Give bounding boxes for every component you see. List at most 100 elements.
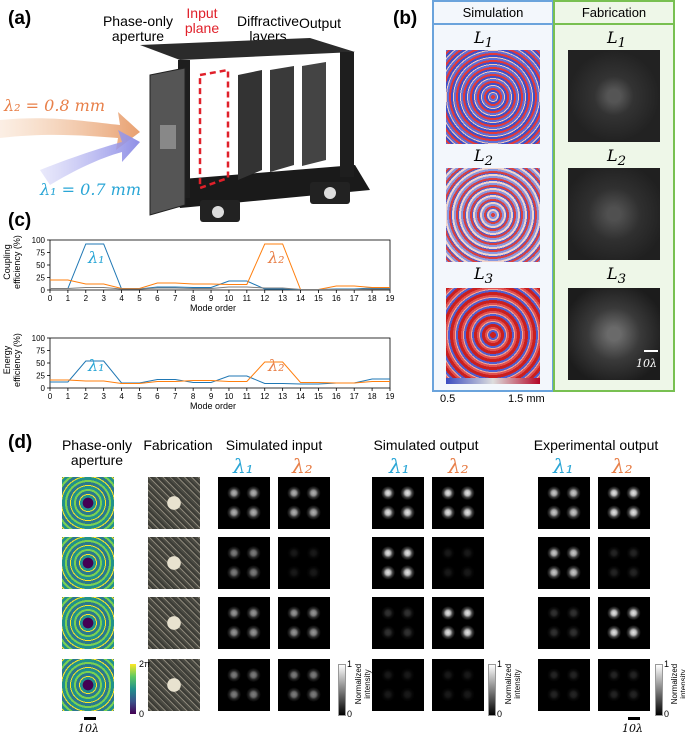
- intensity-spot: [626, 606, 641, 621]
- intensity-spot: [460, 546, 475, 561]
- phase-colorbar-bottom: 0: [139, 709, 145, 719]
- intensity-spots: [607, 606, 641, 640]
- output-label: Output: [298, 15, 342, 31]
- intensity-spot: [441, 565, 456, 580]
- energy-xtick-label: 19: [386, 392, 395, 401]
- panel-a-tag: (a): [8, 8, 32, 29]
- intensity-spots: [227, 486, 261, 520]
- sim-in-l1-row4-image: [218, 659, 270, 711]
- chart2-xlabel: Mode order: [190, 401, 237, 411]
- diffractive-layer-1: [238, 70, 262, 180]
- colorbar-max: 1.5 mm: [508, 393, 545, 405]
- intensity-spot: [607, 505, 622, 520]
- intensity-spot: [306, 687, 321, 702]
- sim-in-l2-row2-image: [278, 537, 330, 589]
- sim-out-l1-row3-image: [372, 597, 424, 649]
- chart2-lambda1-label: λ₁: [88, 356, 105, 375]
- intensity-spot: [566, 668, 581, 683]
- input-plane-label: Input plane: [172, 6, 232, 36]
- intensity-spot: [400, 668, 415, 683]
- frame-top: [140, 38, 355, 60]
- energy-ytick-label: 25: [36, 372, 45, 381]
- intensity-spots: [547, 486, 581, 520]
- coupling-xtick-label: 1: [66, 294, 71, 303]
- col-aperture-line2: aperture: [70, 452, 124, 468]
- intensity-spot: [547, 625, 562, 640]
- aperture-scale-bar: [84, 717, 96, 720]
- panel-b-tag: (b): [393, 8, 418, 29]
- intensity-spot: [400, 546, 415, 561]
- col-aperture-line1: Phase-only: [61, 437, 133, 453]
- intensity-spot: [441, 625, 456, 640]
- fabrication-row1-image: [148, 477, 200, 529]
- chart1-xlabel: Mode order: [190, 303, 237, 313]
- intensity-spot: [246, 687, 261, 702]
- sim-L1-label: L1: [474, 28, 494, 52]
- diffractive-layer-3: [302, 62, 326, 166]
- input-label-line1: Input: [186, 5, 218, 21]
- coupling-xtick-label: 18: [368, 294, 377, 303]
- intensity-spot: [400, 625, 415, 640]
- intensity-spot: [626, 687, 641, 702]
- exp-out-l2-row2-image: [598, 537, 650, 589]
- coupling-xtick-label: 3: [101, 294, 106, 303]
- fab-layer-L3: [568, 288, 660, 380]
- intensity-spot: [547, 668, 562, 683]
- exp-scale-label: 10λ: [622, 722, 643, 735]
- sim-L2-label: L2: [474, 146, 494, 170]
- sim-in-lambda2: λ₂: [292, 454, 313, 478]
- coupling-xtick-label: 15: [314, 294, 323, 303]
- aperture-center: [160, 125, 176, 149]
- intensity-spot: [566, 606, 581, 621]
- intensity-spot: [547, 505, 562, 520]
- intensity-spot: [227, 546, 242, 561]
- intensity-spot: [306, 565, 321, 580]
- intensity-spots: [441, 606, 475, 640]
- simulation-header: Simulation: [434, 2, 552, 25]
- coupling-xtick-label: 5: [137, 294, 142, 303]
- intensity-spot: [381, 486, 396, 501]
- sim-out-l2-row4-image: [432, 659, 484, 711]
- sim-out-cb-top: 1: [497, 659, 503, 669]
- sim-in-cb-bottom: 0: [347, 709, 353, 719]
- intensity-spot: [227, 668, 242, 683]
- intensity-spots: [381, 668, 415, 702]
- aperture-scale-label: 10λ: [78, 722, 99, 735]
- intensity-spot: [441, 546, 456, 561]
- intensity-spot: [246, 625, 261, 640]
- coupling-xtick-label: 0: [48, 294, 53, 303]
- intensity-spot: [441, 668, 456, 683]
- lambda1-equation: λ₁ = 0.7 mm: [40, 180, 142, 199]
- coupling-xtick-label: 17: [350, 294, 359, 303]
- intensity-spot: [626, 546, 641, 561]
- col-sim-output-label: Simulated output: [373, 437, 479, 453]
- intensity-spot: [287, 565, 302, 580]
- exp-out-intensity-colorbar: [655, 664, 663, 716]
- input-plane-outline: [198, 68, 230, 190]
- intensity-spot: [381, 505, 396, 520]
- intensity-spots: [227, 546, 261, 580]
- intensity-spot: [381, 546, 396, 561]
- intensity-spot: [306, 625, 321, 640]
- coupling-xtick-label: 8: [191, 294, 196, 303]
- fab-scale-label: 10λ: [636, 357, 657, 370]
- energy-xtick-label: 12: [260, 392, 269, 401]
- coupling-xtick-label: 13: [278, 294, 287, 303]
- intensity-spot: [460, 565, 475, 580]
- diffractive-layer-2: [270, 66, 294, 172]
- sim-in-cb-top: 1: [347, 659, 353, 669]
- sim-out-lambda2: λ₂: [448, 454, 469, 478]
- coupling-ytick-label: 100: [32, 236, 46, 245]
- intensity-spot: [547, 565, 562, 580]
- energy-xtick-label: 18: [368, 392, 377, 401]
- energy-xtick-label: 11: [243, 392, 252, 401]
- exp-out-cb-top: 1: [664, 659, 670, 669]
- energy-xtick-label: 2: [84, 392, 89, 401]
- sim-layer-L1: [446, 50, 540, 144]
- intensity-spot: [607, 625, 622, 640]
- intensity-spot: [607, 565, 622, 580]
- aperture-row3-image: [62, 597, 114, 649]
- sim-out-l1-row2-image: [372, 537, 424, 589]
